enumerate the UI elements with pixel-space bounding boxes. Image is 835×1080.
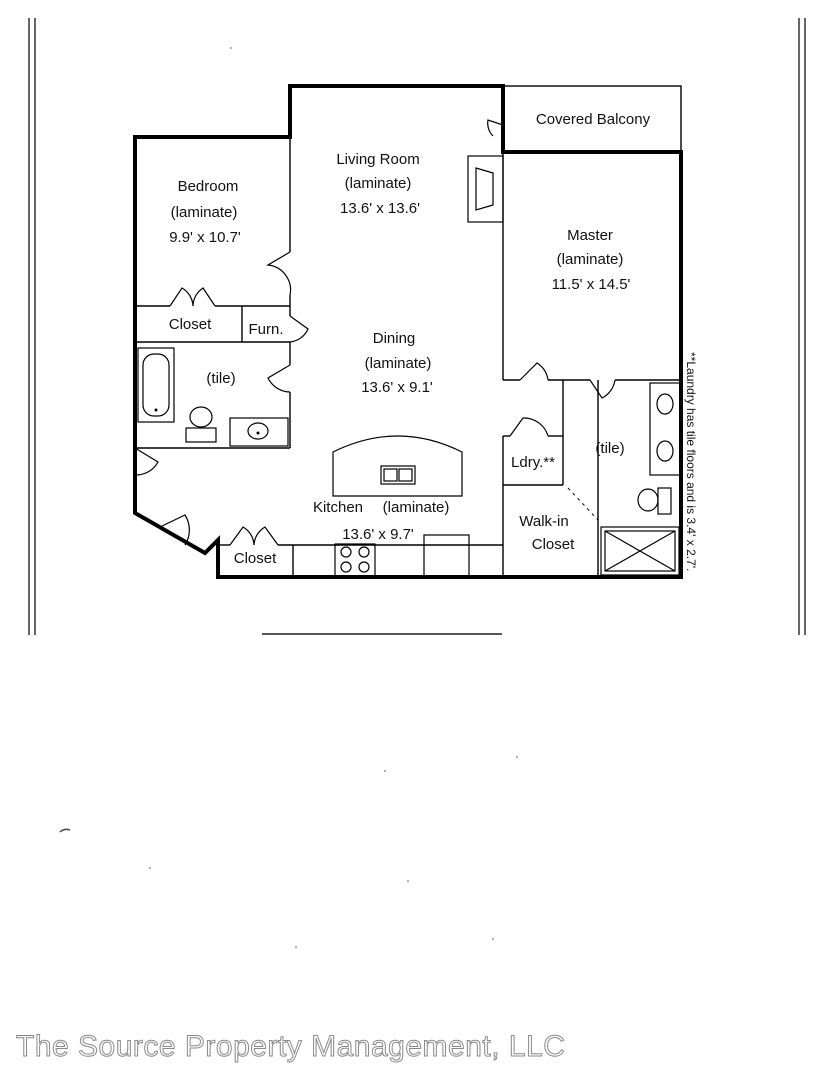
- refrigerator: [423, 534, 470, 578]
- shower: [600, 526, 680, 576]
- sink-hall-bath: [229, 417, 289, 447]
- hall-bath-floor: (tile): [206, 370, 235, 387]
- furnace-label: Furn.: [248, 321, 283, 338]
- kitchen-floor: (laminate): [383, 499, 450, 516]
- dining-floor: (laminate): [365, 355, 432, 372]
- living-room-name: Living Room: [336, 151, 419, 168]
- page-border: [28, 18, 806, 635]
- watermark-text: The Source Property Management, LLC: [15, 1030, 566, 1064]
- scan-specks: [59, 47, 518, 948]
- living-room-floor: (laminate): [345, 175, 412, 192]
- dining-size: 13.6' x 9.1': [361, 379, 433, 396]
- bedroom-floor: (laminate): [171, 204, 238, 221]
- laundry-label: Ldry.**: [511, 454, 555, 471]
- covered-balcony-label: Covered Balcony: [536, 111, 651, 128]
- walk-in-closet-label-1: Walk-in: [519, 513, 568, 530]
- kitchen-island: [332, 435, 463, 497]
- master-bath-floor: (tile): [595, 440, 624, 457]
- bedroom-name: Bedroom: [178, 178, 239, 195]
- living-room-size: 13.6' x 13.6': [340, 200, 420, 217]
- stove: [334, 543, 376, 577]
- master-size: 11.5' x 14.5': [552, 276, 631, 293]
- walk-in-closet-label-2: Closet: [532, 536, 575, 553]
- toilet-master-bath: [637, 487, 672, 515]
- entry-closet-label: Closet: [234, 550, 277, 567]
- doors: [134, 119, 616, 546]
- kitchen-size: 13.6' x 9.7': [342, 526, 414, 543]
- bedroom-size: 9.9' x 10.7': [169, 229, 241, 246]
- dining-name: Dining: [373, 330, 416, 347]
- fireplace: [467, 155, 504, 223]
- exterior-walls: [133, 84, 683, 579]
- master-bath-vanity: [649, 382, 681, 476]
- bathtub: [137, 347, 175, 423]
- master-name: Master: [567, 227, 613, 244]
- bedroom-closet-label: Closet: [169, 316, 212, 333]
- laundry-note: **Laundry has tile floors and is 3.4' x …: [684, 352, 698, 571]
- kitchen-name: Kitchen: [313, 499, 363, 516]
- master-floor: (laminate): [557, 251, 624, 268]
- toilet-hall-bath: [185, 406, 217, 443]
